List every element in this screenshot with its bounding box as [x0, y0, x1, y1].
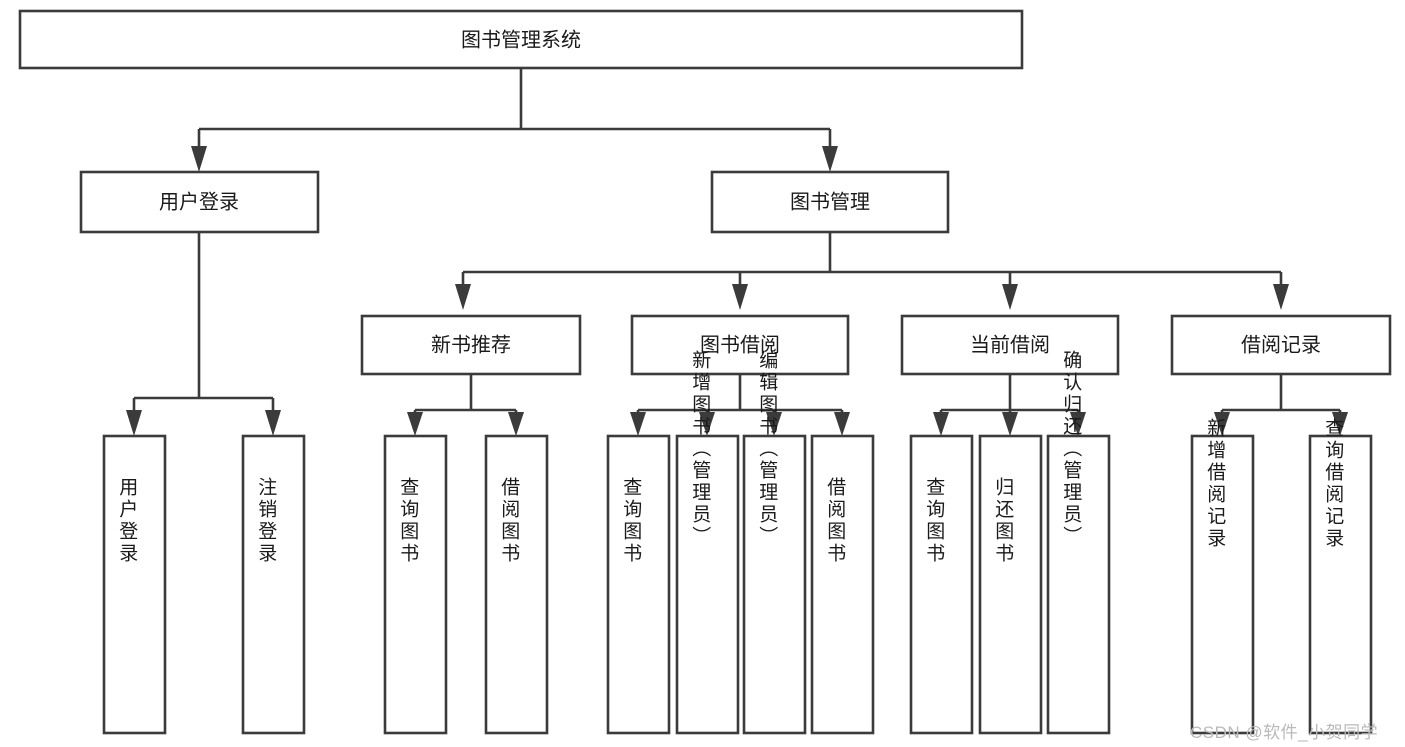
arrowhead-leaf-add-book	[699, 412, 715, 436]
node-user-login-box[interactable]	[79, 170, 320, 234]
node-book-management[interactable]: 图书管理	[710, 170, 950, 234]
arrowhead-book-borrow	[732, 284, 748, 310]
node-leaf-query-book-2-label: 查询图书	[620, 477, 642, 565]
arrowhead-leaf-borrow-book-2	[834, 412, 850, 436]
node-borrow-record-box[interactable]	[1170, 314, 1392, 376]
node-current-borrow[interactable]: 当前借阅	[900, 314, 1120, 376]
node-leaf-edit-book-label: 编辑图书（管理员）	[756, 350, 778, 548]
node-leaf-borrow-book-1[interactable]: 借阅图书	[484, 434, 549, 735]
node-root[interactable]: 图书管理系统	[18, 9, 1024, 70]
arrowhead-current-borrow	[1002, 284, 1018, 310]
node-leaf-query-record-box[interactable]	[1308, 434, 1373, 735]
node-leaf-logout-login[interactable]: 注销登录	[241, 434, 306, 735]
node-leaf-add-book-box[interactable]	[675, 434, 740, 735]
arrowhead-leaf-query-book-2	[630, 412, 646, 436]
node-leaf-logout-login-box[interactable]	[241, 434, 306, 735]
connector-group-book-borrow	[630, 374, 850, 436]
node-leaf-borrow-book-1-box[interactable]	[484, 434, 549, 735]
node-leaf-return-book[interactable]: 归还图书	[978, 434, 1043, 735]
node-leaf-confirm-return-label: 确认归还（管理员）	[1060, 350, 1082, 548]
connector-group-root	[191, 68, 838, 172]
node-leaf-user-login[interactable]: 用户登录	[102, 434, 167, 735]
arrowhead-leaf-edit-book	[766, 412, 782, 436]
node-user-login[interactable]: 用户登录	[79, 170, 320, 234]
node-leaf-edit-book-box[interactable]	[742, 434, 807, 735]
node-leaf-borrow-book-1-label: 借阅图书	[498, 477, 520, 565]
node-leaf-query-book-1-label: 查询图书	[397, 477, 419, 565]
node-new-book-recommend-label: 新书推荐	[431, 333, 511, 356]
node-leaf-query-book-3[interactable]: 查询图书	[909, 434, 974, 735]
node-leaf-query-book-3-label: 查询图书	[923, 477, 945, 565]
arrowhead-new-book-recommend	[455, 284, 471, 310]
arrowhead-leaf-return-book	[1002, 412, 1018, 436]
node-leaf-confirm-return-box[interactable]	[1046, 434, 1111, 735]
node-root-box[interactable]	[18, 9, 1024, 70]
node-new-book-recommend-box[interactable]	[360, 314, 582, 376]
arrowhead-leaf-query-book-1	[407, 412, 423, 436]
node-leaf-query-book-1-box[interactable]	[383, 434, 448, 735]
arrowhead-leaf-confirm-return	[1070, 412, 1086, 436]
node-leaf-add-record-label: 新增借阅记录	[1204, 418, 1226, 550]
node-leaf-query-book-2-box[interactable]	[606, 434, 671, 735]
node-leaf-add-record[interactable]: 新增借阅记录	[1190, 418, 1255, 735]
node-leaf-borrow-book-2-box[interactable]	[810, 434, 875, 735]
node-book-borrow-box[interactable]	[630, 314, 850, 376]
arrowhead-leaf-add-record	[1214, 412, 1230, 436]
connector-group-book-management	[455, 232, 1289, 310]
node-leaf-add-book-label: 新增图书（管理员）	[689, 350, 711, 548]
node-current-borrow-label: 当前借阅	[970, 333, 1050, 356]
node-leaf-query-book-1[interactable]: 查询图书	[383, 434, 448, 735]
arrowhead-leaf-logout-login	[265, 410, 281, 436]
node-leaf-return-book-box[interactable]	[978, 434, 1043, 735]
node-leaf-user-login-box[interactable]	[102, 434, 167, 735]
node-leaf-return-book-label: 归还图书	[992, 477, 1014, 565]
node-leaf-query-record[interactable]: 查询借阅记录	[1308, 418, 1373, 735]
node-current-borrow-box[interactable]	[900, 314, 1120, 376]
node-leaf-query-book-3-box[interactable]	[909, 434, 974, 735]
node-leaf-query-book-2[interactable]: 查询图书	[606, 434, 671, 735]
arrowhead-book-management	[822, 146, 838, 172]
node-leaf-user-login-label: 用户登录	[116, 477, 138, 565]
node-leaf-borrow-book-2[interactable]: 借阅图书	[810, 434, 875, 735]
connector-group-new-book-recommend	[407, 374, 524, 436]
connector-group-user-login	[126, 232, 281, 436]
node-leaf-add-book[interactable]: 新增图书（管理员）	[675, 350, 740, 735]
node-book-borrow-label: 图书借阅	[700, 333, 780, 356]
node-leaf-query-record-label: 查询借阅记录	[1322, 418, 1344, 550]
node-user-login-label: 用户登录	[159, 190, 239, 213]
connector-group-borrow-record	[1214, 374, 1348, 436]
node-book-management-label: 图书管理	[790, 190, 870, 213]
arrowhead-leaf-query-record	[1332, 412, 1348, 436]
node-borrow-record[interactable]: 借阅记录	[1170, 314, 1392, 376]
csdn-watermark: CSDN @软件_小贺同学	[1190, 723, 1379, 742]
node-leaf-logout-login-label: 注销登录	[255, 477, 277, 565]
node-book-management-box[interactable]	[710, 170, 950, 234]
arrowhead-leaf-user-login	[126, 410, 142, 436]
arrowhead-borrow-record	[1273, 284, 1289, 310]
node-leaf-confirm-return[interactable]: 确认归还（管理员）	[1046, 350, 1111, 735]
node-borrow-record-label: 借阅记录	[1241, 333, 1321, 356]
node-new-book-recommend[interactable]: 新书推荐	[360, 314, 582, 376]
node-book-borrow[interactable]: 图书借阅	[630, 314, 850, 376]
arrowhead-leaf-borrow-book-1	[508, 412, 524, 436]
node-leaf-add-record-box[interactable]	[1190, 434, 1255, 735]
arrowhead-user-login	[191, 146, 207, 172]
connector-group-current-borrow	[933, 374, 1086, 436]
node-leaf-borrow-book-2-label: 借阅图书	[824, 477, 846, 565]
node-root-label: 图书管理系统	[461, 28, 581, 51]
arrowhead-leaf-query-book-3	[933, 412, 949, 436]
node-leaf-edit-book[interactable]: 编辑图书（管理员）	[742, 350, 807, 735]
